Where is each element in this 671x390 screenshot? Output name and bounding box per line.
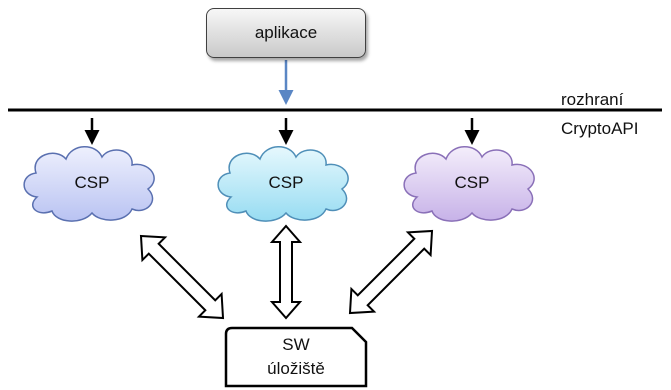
csp-cloud-1 [23, 146, 155, 222]
csp-label-1: CSP [74, 173, 110, 192]
application-box: aplikace [206, 8, 366, 58]
storage-label: SW úložiště [226, 333, 366, 381]
interface-label: rozhraní [561, 90, 624, 109]
storage-label-line1: SW [282, 335, 310, 354]
csp-cloud-2 [217, 146, 349, 222]
csp-label-2: CSP [268, 173, 304, 192]
csp2-storage-double-arrow [269, 224, 303, 320]
storage-label-line2: úložiště [267, 359, 325, 378]
csp1-storage-double-arrow [139, 234, 225, 320]
csp3-storage-double-arrow [348, 229, 434, 315]
application-label: aplikace [254, 23, 318, 42]
storage-box [224, 326, 368, 388]
cryptoapi-label: CryptoAPI [561, 119, 639, 138]
csp-cloud-3 [403, 146, 535, 222]
csp-label-3: CSP [454, 173, 490, 192]
